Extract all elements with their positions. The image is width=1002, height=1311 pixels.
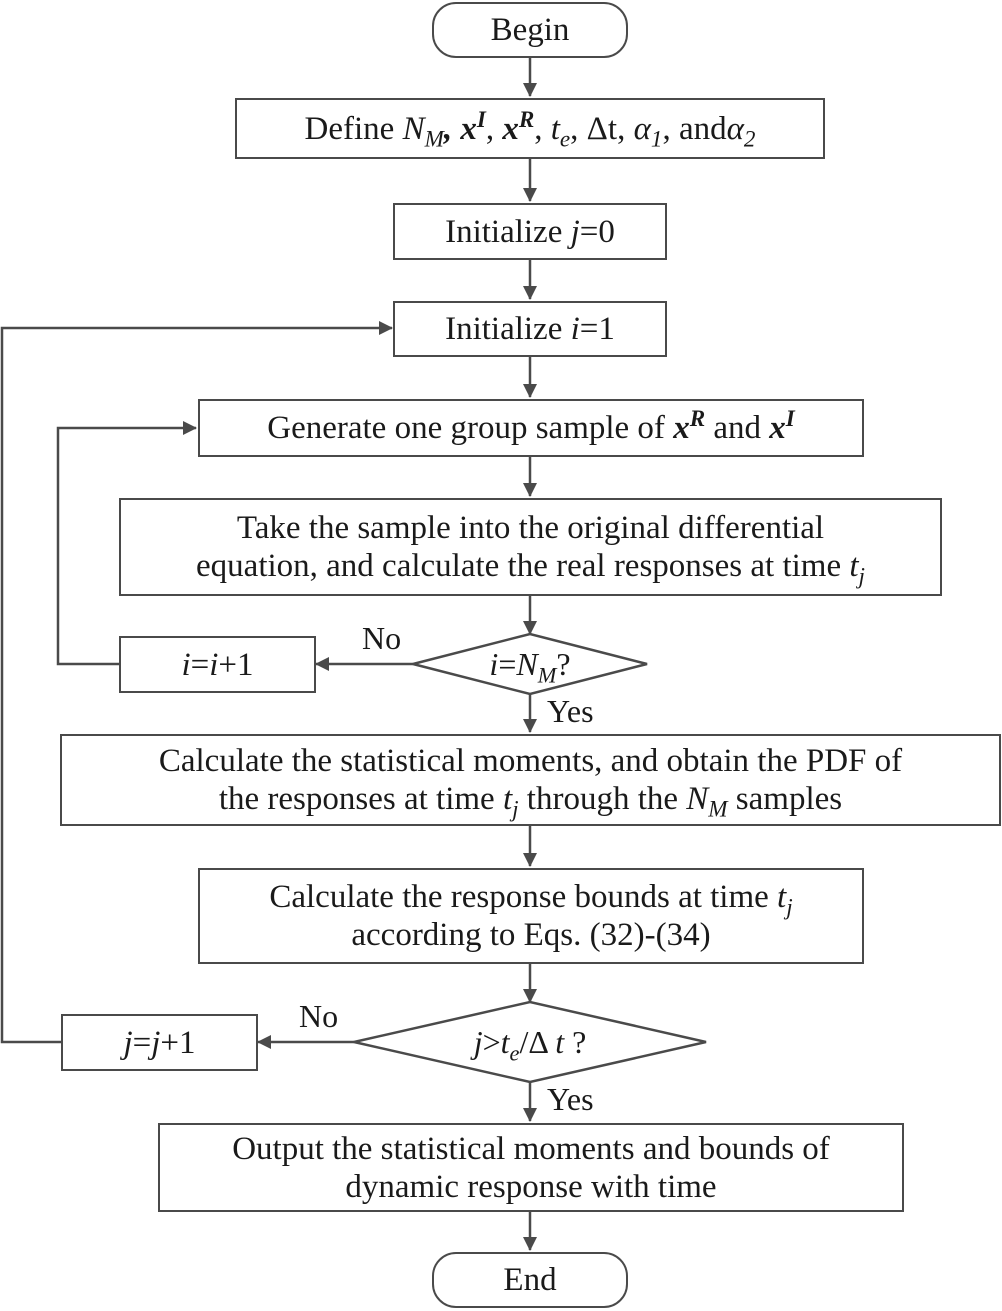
- edge-inci-loop: [56, 421, 197, 666]
- output-process: Output the statistical moments and bound…: [158, 1123, 904, 1212]
- decision-i-label: i=NM?: [489, 646, 571, 688]
- begin-label: Begin: [490, 12, 570, 48]
- decision-j-diamond: [353, 1000, 707, 1084]
- inc-i-process: i=i+1: [119, 636, 316, 693]
- decision-i-diamond: [412, 632, 648, 696]
- end-terminal: End: [432, 1252, 628, 1308]
- init-i-label: Initialize i=1: [445, 311, 615, 347]
- no-label-j: No: [299, 998, 339, 1034]
- no-label-i: No: [362, 620, 402, 656]
- define-label: Define NM, xI, xR, te, Δt, α1, andα2: [304, 105, 756, 152]
- moments-process: Calculate the statistical moments, and o…: [60, 734, 1001, 826]
- bounds-process: Calculate the response bounds at time tj…: [198, 868, 864, 964]
- output-label: Output the statistical moments and bound…: [232, 1130, 830, 1205]
- init-i-process: Initialize i=1: [393, 301, 667, 357]
- init-j-label: Initialize j=0: [445, 213, 615, 250]
- edge-incj-loop: [0, 321, 393, 1044]
- take-sample-process: Take the sample into the original differ…: [119, 498, 942, 596]
- generate-process: Generate one group sample of xR and xI: [198, 399, 864, 457]
- yes-label-j: Yes: [547, 1081, 594, 1117]
- decision-j-label: j>te/Δ t ?: [473, 1024, 587, 1066]
- yes-label-i: Yes: [547, 693, 594, 729]
- init-j-process: Initialize j=0: [393, 203, 667, 260]
- inc-i-label: i=i+1: [181, 646, 254, 683]
- inc-j-process: j=j+1: [61, 1014, 258, 1071]
- bounds-label: Calculate the response bounds at time tj…: [269, 879, 793, 953]
- inc-j-label: j=j+1: [123, 1024, 196, 1061]
- moments-label: Calculate the statistical moments, and o…: [158, 743, 903, 822]
- take-sample-label: Take the sample into the original differ…: [196, 510, 865, 589]
- end-label: End: [503, 1262, 557, 1298]
- generate-label: Generate one group sample of xR and xI: [267, 405, 795, 446]
- define-process: Define NM, xI, xR, te, Δt, α1, andα2: [235, 98, 825, 159]
- begin-terminal: Begin: [432, 2, 628, 58]
